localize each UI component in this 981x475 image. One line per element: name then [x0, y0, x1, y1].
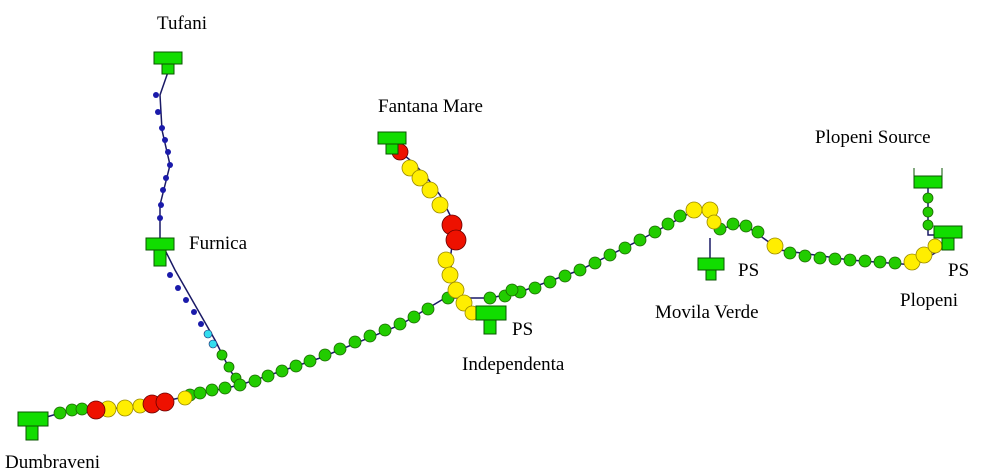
pipe-tufani-furnica [159, 71, 171, 240]
tank-fantana-mare [377, 131, 407, 155]
pump-station-independenta [475, 305, 507, 335]
pump-station-plopeni [933, 225, 963, 251]
tank-dumbraveni [17, 411, 49, 441]
label-fantana-mare: Fantana Mare [378, 96, 483, 117]
label-ps-independenta: PS [512, 319, 533, 340]
pipe-furnica-junction [159, 239, 241, 386]
label-independenta: Independenta [462, 354, 565, 375]
nodes-mid-pressure [203, 329, 218, 349]
pump-station-movila-verde [697, 257, 725, 281]
label-plopeni-source: Plopeni Source [815, 127, 931, 148]
tank-tufani [153, 51, 183, 75]
tank-plopeni-source [913, 168, 943, 189]
label-furnica: Furnica [189, 233, 248, 254]
label-ps-plopeni: PS [948, 260, 969, 281]
label-ps-movila: PS [738, 260, 759, 281]
label-dumbraveni: Dumbraveni [5, 452, 100, 473]
label-tufani: Tufani [157, 13, 207, 34]
tank-furnica [145, 237, 175, 267]
label-movila-verde: Movila Verde [655, 302, 759, 323]
nodes-critical [86, 143, 467, 420]
label-plopeni: Plopeni [900, 290, 958, 311]
nodes-ok [53, 192, 934, 420]
